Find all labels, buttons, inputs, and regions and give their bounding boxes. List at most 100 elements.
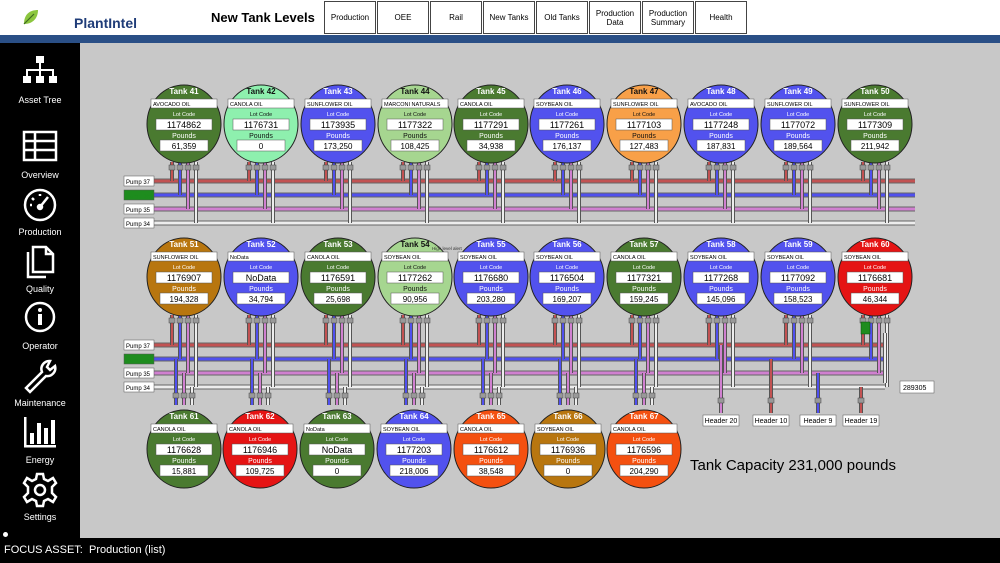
valve-icon[interactable]: [867, 317, 875, 324]
valve-icon[interactable]: [652, 317, 660, 324]
valve-icon[interactable]: [176, 164, 184, 171]
valve-icon[interactable]: [253, 317, 261, 324]
header-tag-header-10[interactable]: Header 10: [752, 414, 790, 427]
valve-icon[interactable]: [269, 164, 277, 171]
valve-icon[interactable]: [790, 164, 798, 171]
valve-icon[interactable]: [782, 164, 790, 171]
valve-icon[interactable]: [184, 164, 192, 171]
sidebar-item-settings[interactable]: Settings: [0, 472, 80, 529]
valve-icon[interactable]: [551, 317, 559, 324]
valve-icon[interactable]: [245, 164, 253, 171]
valve-icon[interactable]: [402, 392, 410, 399]
valve-icon[interactable]: [806, 164, 814, 171]
valve-icon[interactable]: [415, 164, 423, 171]
tab-production[interactable]: Production: [324, 1, 376, 34]
valve-icon[interactable]: [172, 392, 180, 399]
valve-icon[interactable]: [705, 317, 713, 324]
valve-icon[interactable]: [867, 164, 875, 171]
valve-icon[interactable]: [269, 317, 277, 324]
valve-icon[interactable]: [256, 392, 264, 399]
upper-pump-tag[interactable]: Pump 36: [123, 189, 155, 201]
valve-icon[interactable]: [184, 317, 192, 324]
sidebar-item-overview[interactable]: Overview: [0, 130, 80, 187]
valve-icon[interactable]: [721, 164, 729, 171]
valve-icon[interactable]: [253, 164, 261, 171]
valve-icon[interactable]: [713, 317, 721, 324]
tab-health[interactable]: Health: [695, 1, 747, 34]
tab-rail[interactable]: Rail: [430, 1, 482, 34]
valve-icon[interactable]: [322, 164, 330, 171]
valve-icon[interactable]: [652, 164, 660, 171]
valve-icon[interactable]: [261, 164, 269, 171]
valve-icon[interactable]: [575, 317, 583, 324]
header-tag-header-20[interactable]: Header 20: [702, 414, 740, 427]
valve-icon[interactable]: [628, 164, 636, 171]
valve-icon[interactable]: [644, 164, 652, 171]
valve-icon[interactable]: [648, 392, 656, 399]
tab-old-tanks[interactable]: Old Tanks: [536, 1, 588, 34]
valve-icon[interactable]: [790, 317, 798, 324]
lower-pump-tag[interactable]: Pump 35: [123, 367, 155, 379]
valve-icon[interactable]: [325, 392, 333, 399]
valve-icon[interactable]: [636, 317, 644, 324]
upper-pump-tag[interactable]: Pump 34: [123, 217, 155, 229]
valve-icon[interactable]: [423, 317, 431, 324]
valve-icon[interactable]: [564, 392, 572, 399]
valve-icon[interactable]: [168, 164, 176, 171]
valve-icon[interactable]: [857, 397, 865, 404]
sidebar-item-asset-tree[interactable]: Asset Tree: [0, 55, 80, 112]
tab-production-summary[interactable]: Production Summary: [642, 1, 694, 34]
sidebar-item-production[interactable]: Production: [0, 187, 80, 244]
valve-icon[interactable]: [264, 392, 272, 399]
valve-icon[interactable]: [875, 317, 883, 324]
valve-icon[interactable]: [475, 317, 483, 324]
valve-icon[interactable]: [479, 392, 487, 399]
valve-icon[interactable]: [721, 317, 729, 324]
valve-icon[interactable]: [806, 317, 814, 324]
valve-icon[interactable]: [491, 164, 499, 171]
valve-icon[interactable]: [475, 164, 483, 171]
valve-icon[interactable]: [188, 392, 196, 399]
tab-production-data[interactable]: Production Data: [589, 1, 641, 34]
valve-icon[interactable]: [883, 317, 891, 324]
sidebar-item-quality[interactable]: Quality: [0, 244, 80, 301]
valve-icon[interactable]: [261, 317, 269, 324]
valve-icon[interactable]: [410, 392, 418, 399]
valve-icon[interactable]: [628, 317, 636, 324]
sidebar-item-maintenance[interactable]: Maintenance: [0, 358, 80, 415]
valve-icon[interactable]: [551, 164, 559, 171]
valve-icon[interactable]: [729, 164, 737, 171]
valve-icon[interactable]: [330, 317, 338, 324]
valve-icon[interactable]: [491, 317, 499, 324]
valve-icon[interactable]: [330, 164, 338, 171]
valve-icon[interactable]: [407, 164, 415, 171]
valve-icon[interactable]: [423, 164, 431, 171]
valve-icon[interactable]: [729, 317, 737, 324]
upper-pump-tag[interactable]: Pump 37: [123, 175, 155, 187]
lower-pump-tag[interactable]: Pump 37: [123, 339, 155, 351]
valve-icon[interactable]: [575, 164, 583, 171]
valve-icon[interactable]: [567, 164, 575, 171]
valve-icon[interactable]: [636, 164, 644, 171]
valve-icon[interactable]: [168, 317, 176, 324]
valve-icon[interactable]: [483, 317, 491, 324]
valve-icon[interactable]: [192, 164, 200, 171]
